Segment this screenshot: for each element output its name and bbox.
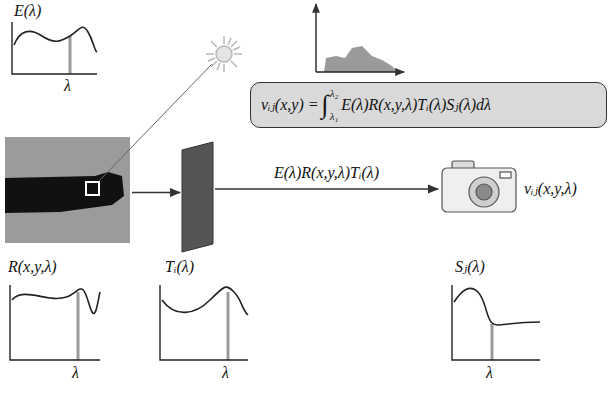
camera-node: vᵢⱼ(x,y,λ) xyxy=(440,158,579,220)
integral-sign: ∫ xyxy=(322,90,329,120)
flow-arrow xyxy=(132,192,180,193)
sample-patch xyxy=(86,182,99,195)
wavelength-marker xyxy=(69,36,72,74)
chart-axis xyxy=(315,4,316,72)
chart-axis xyxy=(316,71,404,72)
illumination-chart xyxy=(12,22,97,74)
sun-disc xyxy=(216,46,232,62)
camera-body xyxy=(442,168,516,212)
chart-axes xyxy=(160,285,248,360)
camera-lens-inner xyxy=(476,184,492,200)
equation-text: E(λ)R(x,y,λ)Tᵢ(λ)Sⱼ(λ)dλ xyxy=(341,96,491,114)
photo-background xyxy=(5,137,130,243)
equation-box: λ₂ λ₁ vᵢⱼ(x,y) =∫ E(λ)R(x,y,λ)Tᵢ(λ)Sⱼ(λ)dλ xyxy=(250,82,607,128)
sun-ray xyxy=(234,53,242,55)
axis-label: λ xyxy=(486,364,493,382)
spectrum-curve xyxy=(14,27,97,52)
photo-node xyxy=(5,137,130,243)
chart-axes xyxy=(452,285,540,360)
sun-ray xyxy=(233,47,240,50)
sun-ray xyxy=(231,41,237,47)
photo-object xyxy=(5,172,124,213)
filter-transmission-chart xyxy=(160,285,248,360)
wavelength-marker xyxy=(77,292,80,360)
spectrum-curve xyxy=(162,287,248,315)
axis-label: λ xyxy=(222,364,229,382)
response-histogram xyxy=(316,4,404,72)
chart-title: R(x,y,λ) xyxy=(8,258,57,276)
sun-ray xyxy=(211,41,217,47)
sun-ray xyxy=(208,58,215,61)
integral-limits: λ₂ λ₁ xyxy=(330,88,339,122)
sun-ray xyxy=(206,53,214,55)
histogram-area xyxy=(324,46,398,72)
axis-label: λ xyxy=(72,364,79,382)
edge-label: E(λ)R(x,y,λ)Tᵢ(λ) xyxy=(274,164,379,182)
output-value-label: vᵢⱼ(x,y,λ) xyxy=(524,180,577,198)
flow-arrow xyxy=(215,188,438,189)
chart-title: Sⱼ(λ) xyxy=(455,258,485,276)
integral-limit: λ₁ xyxy=(330,111,339,122)
chart-axes xyxy=(10,285,100,360)
wavelength-marker xyxy=(227,292,230,360)
camera-lens xyxy=(469,177,499,207)
filter-plate xyxy=(182,142,213,252)
chart-axes xyxy=(12,22,97,74)
reflectance-chart xyxy=(10,285,100,360)
wavelength-marker xyxy=(491,324,494,360)
chart-title: Tᵢ(λ) xyxy=(165,258,194,276)
sun-ray xyxy=(228,38,231,45)
camera-icon xyxy=(442,161,516,212)
sun-ray xyxy=(223,64,225,72)
sensor-sensitivity-chart xyxy=(452,285,540,360)
sun-ray xyxy=(231,61,237,67)
spectrum-curve xyxy=(12,289,100,314)
equation-row: λ₂ λ₁ vᵢⱼ(x,y) =∫ E(λ)R(x,y,λ)Tᵢ(λ)Sⱼ(λ)dλ xyxy=(261,83,491,127)
object-photo xyxy=(5,137,130,243)
sun-ray xyxy=(223,36,225,44)
equation-text: vᵢⱼ(x,y) = xyxy=(261,96,319,114)
filter-node xyxy=(182,142,213,252)
sun-ray xyxy=(217,63,220,70)
spectrum-curve xyxy=(454,288,540,325)
chart-title: E(λ) xyxy=(14,2,41,20)
light-source-icon xyxy=(206,36,242,72)
camera-flash xyxy=(500,172,511,178)
integral-limit: λ₂ xyxy=(330,88,339,99)
axis-label: λ xyxy=(64,77,71,95)
